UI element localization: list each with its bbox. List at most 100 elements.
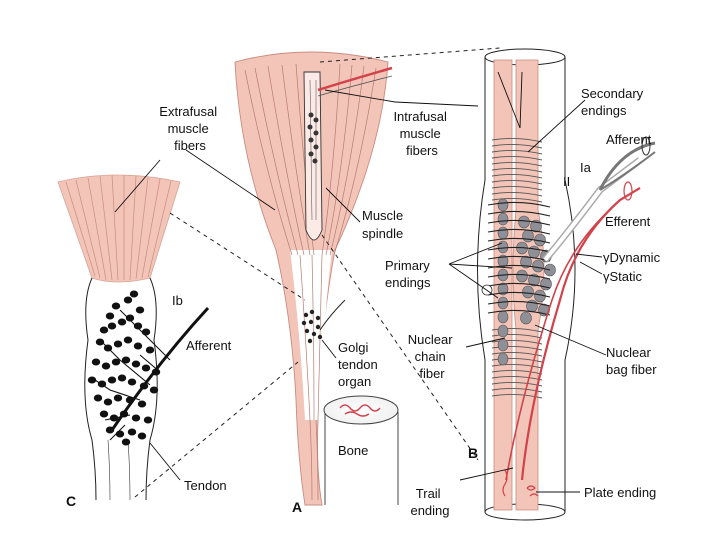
label-primary-endings: Primary endings xyxy=(385,258,433,290)
panel-b-primary-coils xyxy=(487,201,551,316)
secondary-spiral-turn xyxy=(491,149,543,155)
golgi-ending-dot xyxy=(129,290,139,298)
secondary-spiral-turn xyxy=(491,137,543,143)
chain-nucleus xyxy=(497,212,509,226)
secondary-spiral-turn xyxy=(491,333,543,339)
primary-coil-turn xyxy=(487,210,551,217)
secondary-spiral-turn xyxy=(491,387,543,393)
golgi-ending-dot xyxy=(121,356,131,364)
golgi-ending-dot xyxy=(151,368,161,376)
golgi-ending-dot xyxy=(131,360,141,368)
panel-c-muscle-fan xyxy=(57,174,181,283)
panel-b-nerve-bundle-inner xyxy=(543,158,642,262)
panel-a-bone-head xyxy=(323,395,399,425)
label-ii: II xyxy=(563,174,570,189)
panel-a-whole-muscle: A xyxy=(234,51,399,515)
golgi-ending-dot xyxy=(91,358,101,366)
panel-b-gamma-static-nerve xyxy=(505,204,616,481)
golgi-ending-dot xyxy=(99,410,109,418)
primary-coil-turn xyxy=(487,255,551,262)
panel-c-tendon-right-edge xyxy=(145,277,158,501)
golgi-ending-dot xyxy=(121,438,131,446)
label-nuclear-bag: Nuclear bag fiber xyxy=(606,345,657,377)
label-efferent: Efferent xyxy=(605,214,651,229)
golgi-ending-dot xyxy=(133,322,143,330)
golgi-ending-dot xyxy=(105,312,115,320)
label-secondary-endings: Secondary endings xyxy=(581,86,647,118)
golgi-ending-dot xyxy=(141,364,151,372)
golgi-ending-dot xyxy=(113,394,123,402)
golgi-ending-dot xyxy=(149,386,159,394)
panel-c-tendon-left-edge xyxy=(84,277,97,501)
label-bone: Bone xyxy=(338,443,368,458)
panel-c-label: C xyxy=(66,493,76,509)
bag-nucleus xyxy=(520,311,532,325)
secondary-spiral-turn xyxy=(491,369,543,375)
primary-coil-turn xyxy=(487,228,551,235)
secondary-spiral-turn xyxy=(491,185,543,191)
golgi-ending-dot xyxy=(99,326,109,334)
golgi-ending-dot xyxy=(95,338,105,346)
chain-nucleus xyxy=(497,226,509,240)
golgi-ending-dot xyxy=(113,340,123,348)
chain-nucleus xyxy=(497,240,509,254)
secondary-spiral-turn xyxy=(491,357,543,363)
panel-a-muscle-spindle xyxy=(303,71,323,241)
panel-a-tendon-light xyxy=(290,250,332,420)
golgi-ending-dot xyxy=(125,396,135,404)
primary-coil-turn xyxy=(487,246,551,253)
golgi-ending-dot xyxy=(115,430,125,438)
panel-c-nerve-endings xyxy=(87,290,161,446)
golgi-ending-dot xyxy=(107,376,117,384)
panel-b-spindle-detail: B xyxy=(468,48,656,521)
chain-nucleus xyxy=(497,338,509,352)
panel-b-gamma-dynamic-nerve xyxy=(520,187,641,481)
secondary-spiral-turn xyxy=(491,143,543,149)
primary-coil-turn xyxy=(487,237,551,244)
bag-nucleus xyxy=(528,245,540,259)
secondary-spiral-turn xyxy=(491,197,543,203)
chain-nucleus xyxy=(497,310,509,324)
bag-nucleus xyxy=(520,255,532,269)
secondary-spiral-turn xyxy=(491,167,543,173)
golgi-ending-dot xyxy=(117,318,127,326)
label-plate-ending: Plate ending xyxy=(584,485,656,500)
panel-b-plate-ending xyxy=(526,485,539,497)
primary-coil-turn xyxy=(487,273,551,280)
golgi-ending-dot xyxy=(101,362,111,370)
golgi-ending-dot xyxy=(141,328,151,336)
bag-nucleus xyxy=(518,215,530,229)
primary-coil-turn xyxy=(487,282,551,289)
panel-b-afferent-cut xyxy=(641,136,651,156)
label-tendon: Tendon xyxy=(184,478,227,493)
golgi-ending-dot xyxy=(131,414,141,422)
golgi-ending-dot xyxy=(137,432,147,440)
golgi-ending-dot xyxy=(125,314,135,322)
bag-nucleus xyxy=(532,259,544,273)
panel-b-trail-ending xyxy=(502,469,508,497)
text-labels: Extrafusal muscle fibers Intrafusal musc… xyxy=(159,86,660,518)
chain-nucleus xyxy=(497,324,509,338)
panel-a-marrow xyxy=(339,404,381,417)
label-muscle-spindle: Muscle spindle xyxy=(362,208,407,241)
panel-b-secondary-spirals xyxy=(491,137,543,399)
secondary-spiral-turn xyxy=(491,173,543,179)
secondary-spiral-turn xyxy=(491,155,543,161)
golgi-ending-dot xyxy=(127,378,137,386)
panel-c-tendon-strands xyxy=(107,439,131,501)
label-ia: Ia xyxy=(580,160,592,175)
panel-a-label: A xyxy=(292,499,302,515)
chain-nucleus xyxy=(497,352,509,366)
golgi-ending-dot xyxy=(127,428,137,436)
bag-nucleus xyxy=(522,285,534,299)
panel-b-afferent-fiber xyxy=(598,141,656,191)
golgi-ending-dot xyxy=(107,322,117,330)
panel-b-ii-fiber xyxy=(599,151,656,191)
golgi-ending-dot xyxy=(135,306,145,314)
secondary-spiral-turn xyxy=(491,327,543,333)
label-extrafusal: Extrafusal muscle fibers xyxy=(159,104,220,153)
primary-coil-turn xyxy=(487,201,551,208)
label-afferent-b: Afferent xyxy=(606,132,652,147)
